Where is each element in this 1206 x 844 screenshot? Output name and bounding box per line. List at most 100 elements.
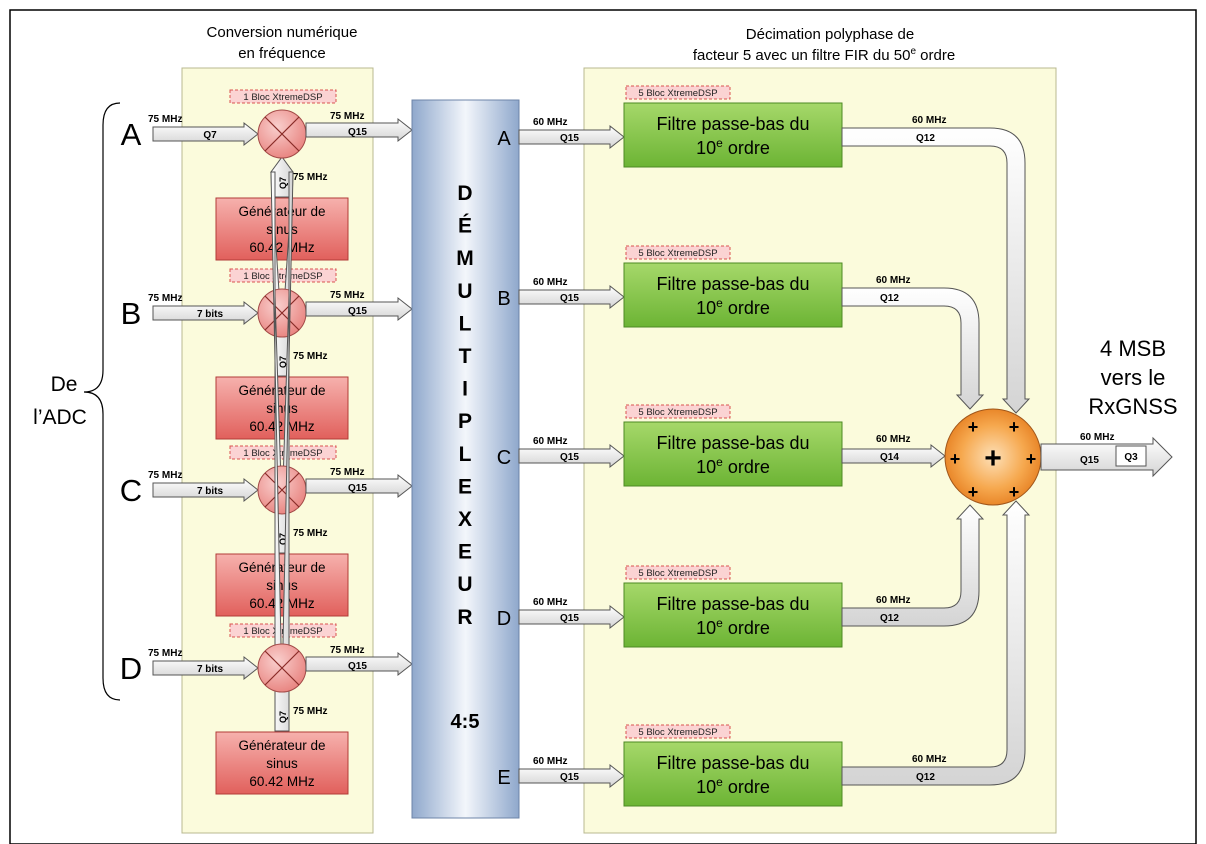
xtremedsp-tag-label: 5 Bloc XtremeDSP <box>638 88 717 99</box>
lo-width: Q7 <box>278 177 288 189</box>
adder-sign-right: + <box>1026 449 1037 469</box>
demux-output-letter: C <box>497 447 511 469</box>
adder-sign-a: + <box>1009 417 1020 437</box>
xtremedsp-tag <box>625 85 731 100</box>
demux-output-letter: D <box>497 608 511 630</box>
filter-output-width: Q14 <box>880 452 899 463</box>
left-panel-title-line1: Conversion numérique <box>207 24 358 41</box>
filter-input-arrow <box>518 763 625 789</box>
output-width: Q15 <box>348 661 367 672</box>
output-frequency: 75 MHz <box>330 111 364 122</box>
sine-generator-block <box>215 553 349 617</box>
filter-input-arrow <box>518 443 625 469</box>
mixer-cross-icon <box>264 295 300 331</box>
output-width: Q15 <box>348 483 367 494</box>
generator-label-line2: sinus <box>266 756 298 771</box>
filter-label-line1: Filtre passe-bas du <box>656 753 809 773</box>
demux-letter: E <box>458 541 472 564</box>
lowpass-filter-block <box>623 582 843 648</box>
filter-output-width: Q12 <box>916 133 935 144</box>
sine-generator-block <box>215 731 349 795</box>
xtremedsp-tag <box>229 445 337 460</box>
demux-letter: É <box>458 215 472 238</box>
xtremedsp-tag <box>625 245 731 260</box>
mixer-cross-icon <box>264 472 300 508</box>
demux-letter: R <box>457 606 472 629</box>
output-width: Q15 <box>1080 455 1099 466</box>
output-label-line3: RxGNSS <box>1088 394 1177 419</box>
adder-sign-b: + <box>968 417 979 437</box>
generator-label-line3: 60.42 MHz <box>249 774 315 789</box>
filter-label-line1: Filtre passe-bas du <box>656 433 809 453</box>
filter-input-frequency: 60 MHz <box>533 277 567 288</box>
generator-label-line2: sinus <box>266 222 298 237</box>
generator-label-line3: 60.42 MHz <box>249 240 315 255</box>
filter-input-frequency: 60 MHz <box>533 436 567 447</box>
filter-output-arrow <box>841 127 1031 414</box>
demux-output-letter: B <box>497 288 510 310</box>
xtremedsp-tag <box>625 565 731 580</box>
adc-brace <box>83 102 121 701</box>
xtremedsp-tag <box>625 724 731 739</box>
lo-frequency: 75 MHz <box>293 706 327 717</box>
filter-output-width: Q12 <box>880 293 899 304</box>
demux-letter: U <box>457 573 472 596</box>
mixer-output-arrow <box>305 473 413 499</box>
input-arrow <box>152 300 259 326</box>
filter-input-width: Q15 <box>560 772 579 783</box>
filter-output-frequency: 60 MHz <box>876 595 910 606</box>
lo-width: Q7 <box>278 533 288 545</box>
lo-width: Q7 <box>278 356 288 368</box>
generator-label-line2: sinus <box>266 401 298 416</box>
demux-letter: P <box>458 410 472 433</box>
xtremedsp-tag-label: 5 Bloc XtremeDSP <box>638 248 717 259</box>
lowpass-filter-block <box>623 421 843 487</box>
filter-label-line2: 10e ordre <box>696 616 770 638</box>
xtremedsp-tag-label: 5 Bloc XtremeDSP <box>638 727 717 738</box>
input-width: 7 bits <box>197 309 224 320</box>
filter-output-arrow <box>841 287 985 410</box>
output-frequency: 75 MHz <box>330 290 364 301</box>
output-frequency: 60 MHz <box>1080 432 1114 443</box>
xtremedsp-tag-label: 5 Bloc XtremeDSP <box>638 407 717 418</box>
generator-label-line1: Générateur de <box>238 560 325 575</box>
xtremedsp-tag-label: 1 Bloc XtremeDSP <box>243 271 322 282</box>
demultiplexer-ratio: 4:5 <box>451 711 480 733</box>
adder-sign-c: + <box>950 449 961 469</box>
generator-label-line1: Générateur de <box>238 383 325 398</box>
filter-input-frequency: 60 MHz <box>533 117 567 128</box>
filter-output-width: Q12 <box>880 613 899 624</box>
xtremedsp-tag-label: 1 Bloc XtremeDSP <box>243 448 322 459</box>
output-label-line2: vers le <box>1101 365 1166 390</box>
filter-input-width: Q15 <box>560 293 579 304</box>
lo-width: Q7 <box>278 711 288 723</box>
demux-letter: D <box>457 182 472 205</box>
mixer-cross-icon <box>264 650 300 686</box>
input-arrow <box>152 121 259 147</box>
right-panel-title-line1: Décimation polyphase de <box>746 26 914 43</box>
xtremedsp-tag-label: 5 Bloc XtremeDSP <box>638 568 717 579</box>
xtremedsp-tag <box>229 89 337 104</box>
filter-input-arrow <box>518 604 625 630</box>
filter-input-width: Q15 <box>560 133 579 144</box>
input-frequency: 75 MHz <box>148 293 182 304</box>
lo-frequency: 75 MHz <box>293 351 327 362</box>
demux-letter: E <box>458 475 472 498</box>
lowpass-filter-block <box>623 741 843 807</box>
output-arrow <box>1040 436 1173 478</box>
sine-generator-block <box>215 376 349 440</box>
filter-output-frequency: 60 MHz <box>912 754 946 765</box>
lo-frequency: 75 MHz <box>293 172 327 183</box>
generator-label-line3: 60.42 MHz <box>249 596 315 611</box>
generator-label-line1: Générateur de <box>238 738 325 753</box>
mixer-cross-icon <box>264 116 300 152</box>
generator-label-line3: 60.42 MHz <box>249 419 315 434</box>
filter-label-line2: 10e ordre <box>696 136 770 158</box>
